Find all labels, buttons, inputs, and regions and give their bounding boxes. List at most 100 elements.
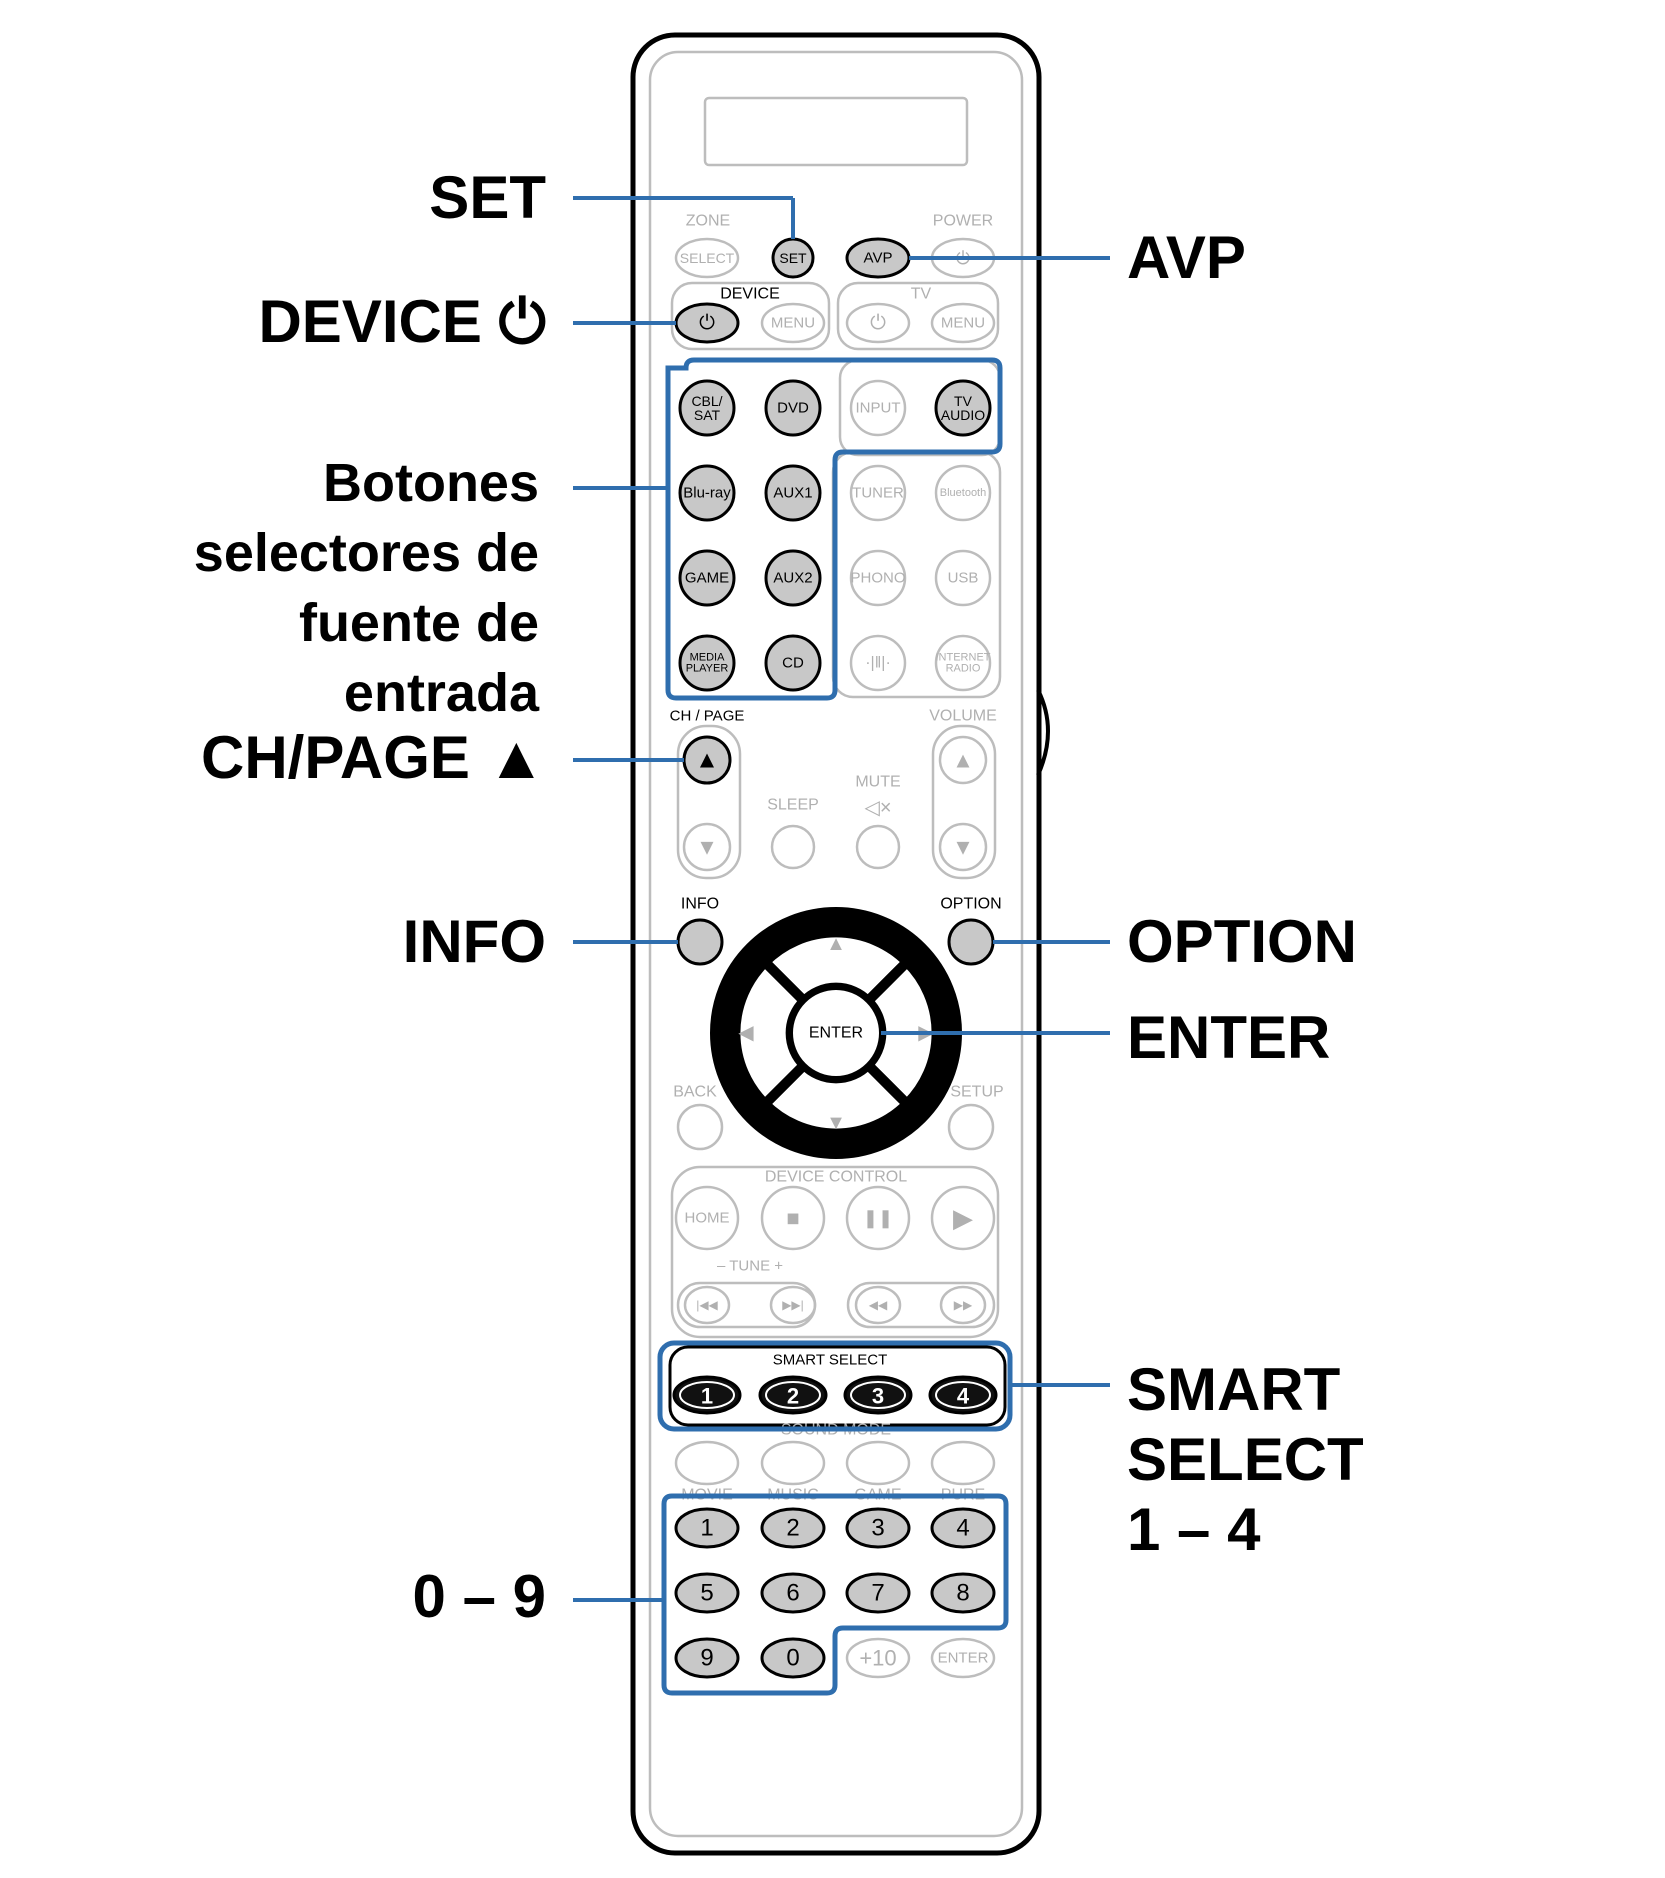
source-button-16[interactable]: [934, 634, 992, 692]
volume-label: VOLUME: [929, 708, 997, 725]
source-button-2-label-line-1: DVD: [777, 400, 809, 417]
sound-mode-button-1[interactable]: [674, 1440, 740, 1486]
number-button-6-label: 6: [786, 1580, 799, 1607]
tv-label: TV: [911, 286, 932, 303]
enter-button-label: ENTER: [809, 1025, 863, 1042]
source-button-3[interactable]: [849, 379, 907, 437]
option-button[interactable]: [947, 918, 995, 966]
callout-smart-line-3: 1 – 4: [1127, 1496, 1261, 1563]
back-button[interactable]: [676, 1103, 724, 1151]
source-button-10[interactable]: [764, 549, 822, 607]
option-label: OPTION: [940, 896, 1001, 913]
source-button-6[interactable]: [764, 464, 822, 522]
home-button[interactable]: [674, 1185, 740, 1251]
source-button-14[interactable]: [764, 634, 822, 692]
zone-label: ZONE: [686, 213, 730, 230]
callout-source-select: Botones selectores de fuente de entrada: [194, 448, 539, 728]
smart-select-button-4[interactable]: [928, 1375, 998, 1415]
play-icon: ▶: [953, 1203, 973, 1233]
smart-select-button-1[interactable]: [672, 1375, 742, 1415]
sound-mode-button-2[interactable]: [760, 1440, 826, 1486]
heos-icon: ·|‖|·: [865, 655, 891, 672]
number-button-12[interactable]: [930, 1637, 996, 1679]
number-button-6[interactable]: [760, 1572, 826, 1614]
source-button-1[interactable]: [678, 379, 736, 437]
number-button-11[interactable]: [845, 1637, 911, 1679]
callout-source-line-2: selectores de: [193, 523, 539, 583]
info-button[interactable]: [676, 918, 724, 966]
device-menu-button[interactable]: [760, 302, 826, 344]
mute-button[interactable]: [855, 824, 901, 870]
number-button-4[interactable]: [930, 1507, 996, 1549]
callout-ch-page-up: CH/PAGE ▲: [201, 724, 546, 791]
callout-avp: AVP: [1127, 224, 1246, 291]
source-button-4-label-line-1: TV: [954, 393, 973, 409]
sound-mode-button-3[interactable]: [845, 1440, 911, 1486]
smart-select-button-2-label: 2: [787, 1384, 799, 1409]
skip-button-3[interactable]: [854, 1285, 902, 1325]
skip-icon-1: |◀◀: [696, 1298, 718, 1312]
source-button-1-label-line-1: CBL/: [691, 393, 722, 409]
setup-button[interactable]: [947, 1103, 995, 1151]
smart-select-button-2[interactable]: [758, 1375, 828, 1415]
smart-select-button-1-label: 1: [701, 1384, 713, 1409]
source-button-9[interactable]: [678, 549, 736, 607]
source-button-8[interactable]: [934, 464, 992, 522]
volume-up-button[interactable]: [938, 735, 988, 785]
volume-down-button[interactable]: [938, 822, 988, 872]
source-button-2[interactable]: [764, 379, 822, 437]
smart-select-button-4-ring: [935, 1381, 991, 1409]
source-button-4-label-line-2: AUDIO: [941, 407, 985, 423]
setup-label: SETUP: [950, 1084, 1003, 1101]
stop-button[interactable]: [760, 1185, 826, 1251]
skip-group-frame: [846, 1281, 996, 1329]
number-button-3-label: 3: [871, 1515, 884, 1542]
info-label: INFO: [681, 896, 719, 913]
tv-power-button[interactable]: [845, 302, 911, 344]
number-button-2[interactable]: [760, 1507, 826, 1549]
callout-info: INFO: [402, 908, 546, 975]
skip-button-4[interactable]: [939, 1285, 987, 1325]
source-button-11[interactable]: [849, 549, 907, 607]
smart-select-frame: [668, 1345, 1007, 1427]
number-button-8[interactable]: [930, 1572, 996, 1614]
number-button-11-label: +10: [859, 1646, 896, 1671]
source-button-4[interactable]: [934, 379, 992, 437]
source-button-15[interactable]: [849, 634, 907, 692]
callout-source-line-3: fuente de: [298, 593, 539, 653]
select-button[interactable]: [674, 237, 740, 279]
volume-down-icon: ▼: [952, 835, 974, 860]
number-button-7[interactable]: [845, 1572, 911, 1614]
skip-button-1[interactable]: [683, 1285, 731, 1325]
play-button[interactable]: [930, 1185, 996, 1251]
number-button-3[interactable]: [845, 1507, 911, 1549]
tv-menu-button[interactable]: [930, 302, 996, 344]
pause-button[interactable]: [845, 1185, 911, 1251]
smart-select-button-3[interactable]: [843, 1375, 913, 1415]
number-button-1-label: 1: [700, 1515, 713, 1542]
number-button-9-label: 9: [700, 1645, 713, 1672]
sound-mode-button-4[interactable]: [930, 1440, 996, 1486]
number-button-10[interactable]: [760, 1637, 826, 1679]
sleep-button[interactable]: [770, 824, 816, 870]
smart-select-button-3-ring: [850, 1381, 906, 1409]
number-button-1[interactable]: [674, 1507, 740, 1549]
number-button-5[interactable]: [674, 1572, 740, 1614]
source-button-12[interactable]: [934, 549, 992, 607]
source-button-13[interactable]: [678, 634, 736, 692]
number-button-9[interactable]: [674, 1637, 740, 1679]
smart-select-label: SMART SELECT: [773, 1352, 887, 1369]
callout-option: OPTION: [1127, 908, 1358, 975]
source-button-13-label-line-1: MEDIA: [690, 652, 726, 664]
callout-set: SET: [429, 164, 546, 231]
tv-group-frame: [836, 281, 1000, 351]
ch-page-label: CH / PAGE: [670, 708, 745, 725]
source-button-13-label-line-2: PLAYER: [686, 663, 729, 675]
source-button-7[interactable]: [849, 464, 907, 522]
ch-page-down-button[interactable]: [682, 822, 732, 872]
callout-source-line-4: entrada: [343, 663, 539, 723]
source-button-5[interactable]: [678, 464, 736, 522]
callout-source-line-1: Botones: [323, 453, 539, 513]
tv-menu-label: MENU: [941, 315, 985, 332]
